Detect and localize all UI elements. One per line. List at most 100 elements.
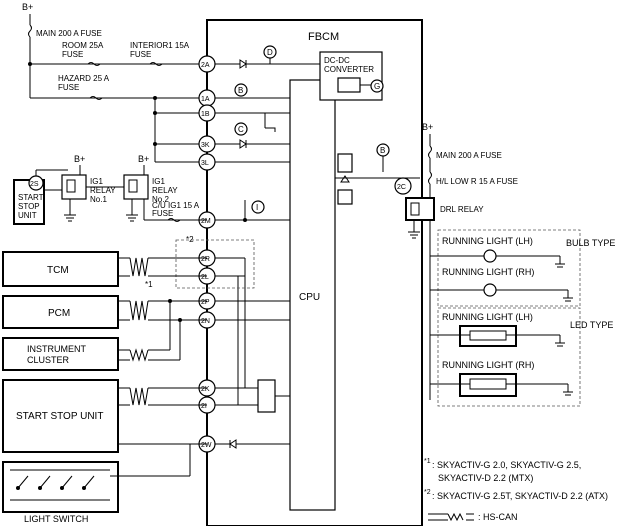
pin-2c-label: 2C	[397, 184, 406, 191]
can-twist-4	[129, 387, 149, 406]
instrument-cluster-label-1: INSTRUMENT	[27, 344, 86, 354]
start-stop-unit-label: START STOP UNIT	[16, 411, 103, 422]
ground-relay2	[126, 214, 138, 222]
ssu-small-label-1: START	[18, 193, 44, 202]
drl-relay-coil	[410, 202, 420, 216]
pin-2s-ext-label: 2S	[30, 181, 39, 188]
cpu-label: CPU	[299, 292, 320, 303]
callout-b-2-label: B	[380, 146, 385, 155]
callout-c-label: C	[238, 125, 244, 134]
ssu-small-label-3: UNIT	[18, 211, 37, 220]
interior-fuse-label-1: INTERIOR1 15A	[130, 41, 190, 50]
ig1-relay1-coil	[66, 179, 76, 193]
right-main-fuse-symbol	[428, 145, 432, 159]
transistor-block	[337, 153, 353, 173]
pin-2i-label: 2I	[201, 403, 207, 410]
callout-d	[263, 45, 277, 59]
dcdc-label-1: DC-DC	[324, 56, 350, 65]
callout-g-label: G	[374, 82, 380, 91]
bplus-relay1: B+	[74, 154, 85, 164]
room-fuse-symbol	[87, 62, 101, 66]
cu-fuse-symbol	[167, 218, 181, 222]
fbcm-title: FBCM	[308, 31, 339, 43]
note1-line2: SKYACTIV-D 2.2 (MTX)	[438, 473, 533, 483]
callout-c	[234, 122, 248, 136]
led-type-label: LED TYPE	[570, 320, 613, 330]
instrument-cluster-box	[2, 337, 119, 371]
note2-mark: *2	[424, 489, 431, 496]
ig1-relay2-label-2: RELAY	[152, 186, 178, 195]
rl-rh-led-label: RUNNING LIGHT (RH)	[442, 360, 534, 370]
instrument-cluster-label-2: CLUSTER	[27, 355, 70, 365]
callout-i-label: I	[256, 203, 258, 212]
hl-fuse-symbol	[428, 171, 432, 185]
bulb-type-region	[437, 229, 581, 307]
hazard-fuse-label-1: HAZARD 25 A	[58, 74, 110, 83]
callout-g	[370, 79, 384, 93]
room-fuse-label-2: FUSE	[62, 50, 83, 59]
pcm-label: PCM	[48, 308, 70, 319]
cu-fuse-label-2: FUSE	[152, 209, 173, 218]
pin-1a-label: 1A	[201, 96, 210, 103]
pin-2w-label: 2W	[201, 442, 212, 449]
pcm-box	[2, 295, 119, 329]
callout-d-label: D	[267, 48, 273, 57]
rl-lh-bulb-label: RUNNING LIGHT (LH)	[442, 236, 533, 246]
pin-1b-label: 1B	[201, 111, 210, 118]
pin-2m-label: 2M	[201, 218, 211, 225]
zener-diode	[340, 175, 350, 183]
driver-block	[337, 189, 353, 205]
ground-bulb-lh	[555, 256, 565, 268]
pin-2a-label: 2A	[201, 62, 210, 69]
dcdc-inner-block	[337, 77, 361, 93]
hl-fuse-label: H/L LOW R 15 A FUSE	[436, 177, 518, 186]
hazard-fuse-symbol	[89, 96, 103, 100]
can-twist-1	[129, 257, 149, 277]
hazard-fuse-label-2: FUSE	[58, 83, 79, 92]
bulb-rh-icon	[483, 283, 497, 297]
interior-fuse-symbol	[149, 62, 163, 66]
can-transceiver	[257, 379, 276, 413]
light-switch-contacts	[10, 469, 110, 501]
mark-2: *2	[186, 235, 194, 244]
hscan-legend-label: : HS-CAN	[478, 512, 518, 522]
switch-1b	[265, 127, 276, 132]
cu-fuse-label-1: C/U IG1 15 A	[152, 201, 200, 210]
callout-i	[251, 200, 265, 214]
note1-mark: *1	[424, 458, 431, 465]
callout-b-1-label: B	[238, 86, 243, 95]
option-region-2	[175, 239, 255, 289]
rl-lh-led-label: RUNNING LIGHT (LH)	[442, 312, 533, 322]
pin-3l-label: 3L	[201, 160, 209, 167]
ig1-relay1-label-1: IG1	[90, 177, 103, 186]
tcm-box	[2, 251, 119, 287]
right-main-fuse-label: MAIN 200 A FUSE	[436, 151, 502, 160]
ground-led-rh	[563, 384, 573, 396]
bplus-left-top: B+	[22, 2, 33, 12]
interior-fuse-label-2: FUSE	[130, 50, 151, 59]
main-fuse-symbol	[28, 24, 32, 38]
bulb-lh-icon	[483, 249, 497, 263]
main-fuse-label: MAIN 200 A FUSE	[36, 29, 102, 38]
start-stop-unit-box	[2, 379, 119, 453]
bplus-right: B+	[422, 122, 433, 132]
room-fuse-label-1: ROOM 25A	[62, 41, 104, 50]
note1-line1: : SKYACTIV-G 2.0, SKYACTIV-G 2.5,	[432, 460, 581, 470]
led-rh-box	[459, 373, 517, 397]
ig1-relay2-coil	[128, 179, 138, 193]
pin-2r-label: 2R	[201, 256, 210, 263]
ig1-relay1-label-3: No.1	[90, 195, 107, 204]
rl-rh-bulb-label: RUNNING LIGHT (RH)	[442, 267, 534, 277]
callout-b-1	[234, 83, 248, 97]
cpu-box	[289, 79, 336, 511]
hscan-legend-twist	[447, 512, 464, 522]
ig1-relay2-label-1: IG1	[152, 177, 165, 186]
pin-2k-label: 2K	[201, 386, 210, 393]
note2-text: : SKYACTIV-G 2.5T, SKYACTIV-D 2.2 (ATX)	[432, 491, 608, 501]
ig1-relay2-label-3: No.2	[152, 195, 169, 204]
pin-3k-label: 3K	[201, 142, 210, 149]
pin-2n-label: 2N	[201, 318, 210, 325]
pin-2l-label: 2L	[201, 274, 209, 281]
can-twist-3	[129, 348, 149, 362]
